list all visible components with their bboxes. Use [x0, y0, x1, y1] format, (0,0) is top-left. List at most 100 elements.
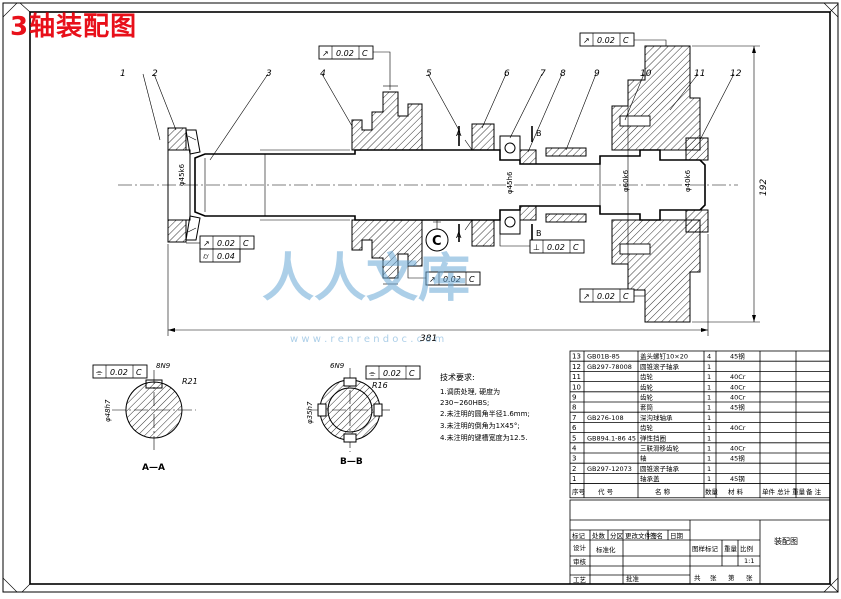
svg-text:↗: ↗ — [203, 239, 210, 248]
page-title: 3轴装配图 — [10, 12, 138, 42]
svg-text:1:1: 1:1 — [744, 557, 754, 565]
dia-right: φ60k6 — [622, 169, 630, 192]
balloon-10: 10 — [640, 69, 652, 79]
section-a-top: A — [456, 129, 462, 138]
bom-row-name: 齿轮 — [640, 423, 654, 432]
bom-row-code: GB894.1-86 45 — [587, 434, 636, 442]
gear-part-9 — [545, 147, 587, 223]
svg-text:0.02: 0.02 — [597, 36, 615, 45]
tech-requirements: 技术要求: 1.调质处理, 硬度为 230~260HBS; 2.未注明的圆角半径… — [440, 372, 530, 442]
tapered-bearing-part-12 — [685, 137, 709, 233]
drawing-name: 装配图 — [774, 536, 798, 546]
section-bb: ⌯ 0.02 C 6N9 R16 φ35h7 B—B — [306, 362, 421, 467]
bom-row-qty: 4 — [707, 353, 711, 361]
datum-c-label: C — [432, 234, 442, 249]
balloon-numbers: 1 2 3 4 5 6 7 8 9 10 11 12 — [120, 69, 742, 79]
balloon-6: 6 — [504, 69, 510, 79]
svg-text:0.02: 0.02 — [383, 369, 401, 378]
watermark: 人人文库 w w w . r e n r e n d o c . c o m — [262, 249, 470, 345]
bom-row-material: 45钢 — [730, 353, 745, 361]
bom-row-no: 2 — [572, 465, 576, 473]
svg-text:C: C — [623, 36, 629, 45]
svg-text:分区: 分区 — [610, 531, 624, 540]
svg-text:C: C — [243, 239, 249, 248]
svg-text:C: C — [362, 49, 368, 58]
svg-text:0.02: 0.02 — [597, 292, 615, 301]
bom-row-qty: 1 — [707, 465, 711, 473]
bearing-cover-part-1 — [167, 127, 191, 243]
height-dimension: 192 — [692, 45, 769, 323]
fcf-mid-runout: ↗ 0.02 C — [407, 266, 481, 286]
bom-row-qty: 1 — [707, 414, 711, 422]
gear-part-11 — [611, 45, 701, 323]
bom-row-name: 深沟球轴承 — [640, 413, 673, 422]
diameter-labels: φ45k6 φ45h6 φ60k6 φ40k6 — [178, 163, 692, 194]
bom-row-no: 3 — [572, 455, 576, 463]
assembly-view: 1 2 3 4 5 6 7 8 9 10 11 12 φ45k6 φ45h6 φ… — [118, 32, 769, 344]
balloon-4: 4 — [320, 69, 326, 79]
section-b-bottom: B — [536, 229, 542, 238]
svg-text:⌯: ⌯ — [96, 368, 103, 377]
bom-row-material: 40Cr — [730, 394, 746, 402]
bom-row-no: 9 — [572, 394, 576, 402]
bom-row-no: 13 — [572, 353, 581, 361]
dia-left: φ45k6 — [178, 163, 186, 186]
svg-text:标记: 标记 — [572, 531, 586, 540]
section-b-top: B — [536, 129, 542, 138]
bom-row-code: GB01B-85 — [587, 353, 620, 361]
bom-row-name: 轴 — [640, 454, 647, 463]
gear-part-6 — [464, 123, 495, 247]
bom-row-material: 45钢 — [730, 475, 745, 483]
watermark-logo-text: 人人文库 — [262, 249, 470, 309]
svg-text:张: 张 — [746, 573, 753, 582]
svg-text:8N9: 8N9 — [156, 362, 171, 370]
section-markers: A A B B — [456, 126, 542, 242]
bom-row-qty: 1 — [707, 455, 711, 463]
sleeve-part-8 — [519, 149, 537, 221]
bom-row-code: GB297-12073 — [587, 465, 632, 473]
section-aa-label: A—A — [142, 463, 165, 473]
bom-header-cell: 备 注 — [806, 487, 822, 496]
bom-row-name: 盖头螺钉10×20 — [640, 352, 688, 361]
balloon-5: 5 — [426, 69, 432, 79]
fcf-bottom-right: ↗ 0.02 C — [579, 288, 645, 303]
bom-header-cell: 序号 — [572, 487, 586, 496]
svg-text:标准化: 标准化 — [596, 545, 616, 554]
bom-row-name: 齿轮 — [640, 372, 654, 381]
fcf-top-gear: ↗ 0.02 C — [318, 45, 391, 90]
svg-text:处数: 处数 — [592, 531, 606, 540]
dia-mid: φ45h6 — [506, 171, 514, 194]
svg-text:C: C — [469, 275, 475, 284]
svg-text:审核: 审核 — [573, 557, 587, 566]
bom-row-no: 12 — [572, 363, 581, 371]
bom-row-qty: 1 — [707, 373, 711, 381]
bom-row-no: 7 — [572, 414, 576, 422]
bom-row-no: 6 — [572, 424, 577, 432]
svg-text:重量: 重量 — [724, 545, 738, 553]
bom-row-qty: 1 — [707, 383, 711, 391]
svg-text:0.02: 0.02 — [547, 243, 565, 252]
ball-bearing-part-7 — [499, 135, 521, 235]
bom-row-qty: 1 — [707, 434, 711, 442]
sliding-gear-part-4 — [351, 85, 423, 285]
svg-text:图样标记: 图样标记 — [692, 544, 719, 553]
bom-row-material: 40Cr — [730, 373, 746, 381]
balloon-8: 8 — [560, 69, 566, 79]
bom-row-qty: 1 — [707, 424, 711, 432]
balloon-11: 11 — [694, 69, 705, 79]
height-value: 192 — [759, 179, 769, 196]
section-bb-label: B—B — [340, 457, 363, 467]
section-aa: ⌯ 0.02 C 8N9 R21 φ48h7 A—A — [92, 362, 198, 473]
bom-row-name: 弹性挡圈 — [640, 433, 666, 442]
bom-row-name: 圆锥滚子轴承 — [640, 464, 680, 473]
bom-row-no: 5 — [572, 434, 576, 442]
bom-header-cell: 名 称 — [655, 487, 671, 496]
svg-text:4.未注明的键槽宽度为12.5.: 4.未注明的键槽宽度为12.5. — [440, 433, 528, 442]
svg-text:3.未注明的倒角为1X45°;: 3.未注明的倒角为1X45°; — [440, 421, 520, 430]
svg-text:⊥: ⊥ — [533, 243, 540, 252]
svg-text:比例: 比例 — [740, 544, 753, 553]
svg-text:C: C — [573, 243, 579, 252]
